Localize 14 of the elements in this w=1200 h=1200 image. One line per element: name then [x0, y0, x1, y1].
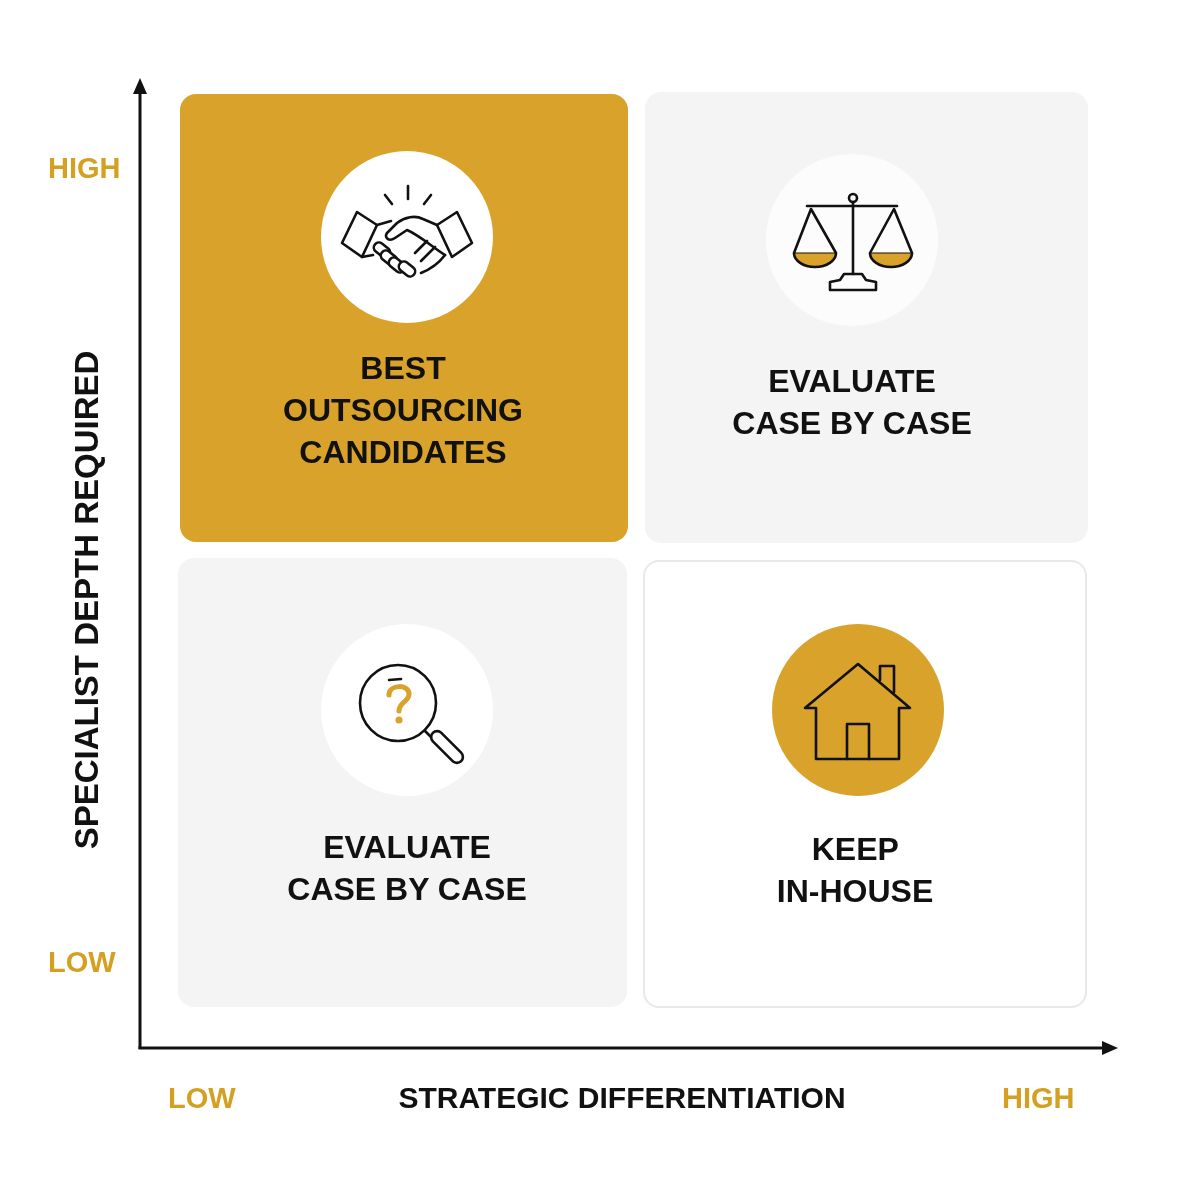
axis-level-label: LOW	[48, 945, 116, 979]
quadrant-label: EVALUATE CASE BY CASE	[286, 828, 528, 909]
quadrant-label: KEEP IN-HOUSE	[775, 830, 935, 911]
quadrant-card	[643, 560, 1087, 1008]
axis-title: STRATEGIC DIFFERENTIATION	[398, 1081, 846, 1115]
quadrant-label: BEST OUTSOURCING CANDIDATES	[282, 349, 524, 472]
axis-title: SPECIALIST DEPTH REQUIRED	[70, 350, 104, 850]
quadrant-card	[645, 92, 1088, 543]
quadrant-card	[180, 94, 628, 542]
quadrant-card	[178, 558, 627, 1007]
axis-level-label: LOW	[168, 1081, 236, 1115]
axis-level-label: HIGH	[48, 151, 121, 185]
axis-level-label: HIGH	[1002, 1081, 1075, 1115]
quadrant-label: EVALUATE CASE BY CASE	[731, 362, 973, 443]
